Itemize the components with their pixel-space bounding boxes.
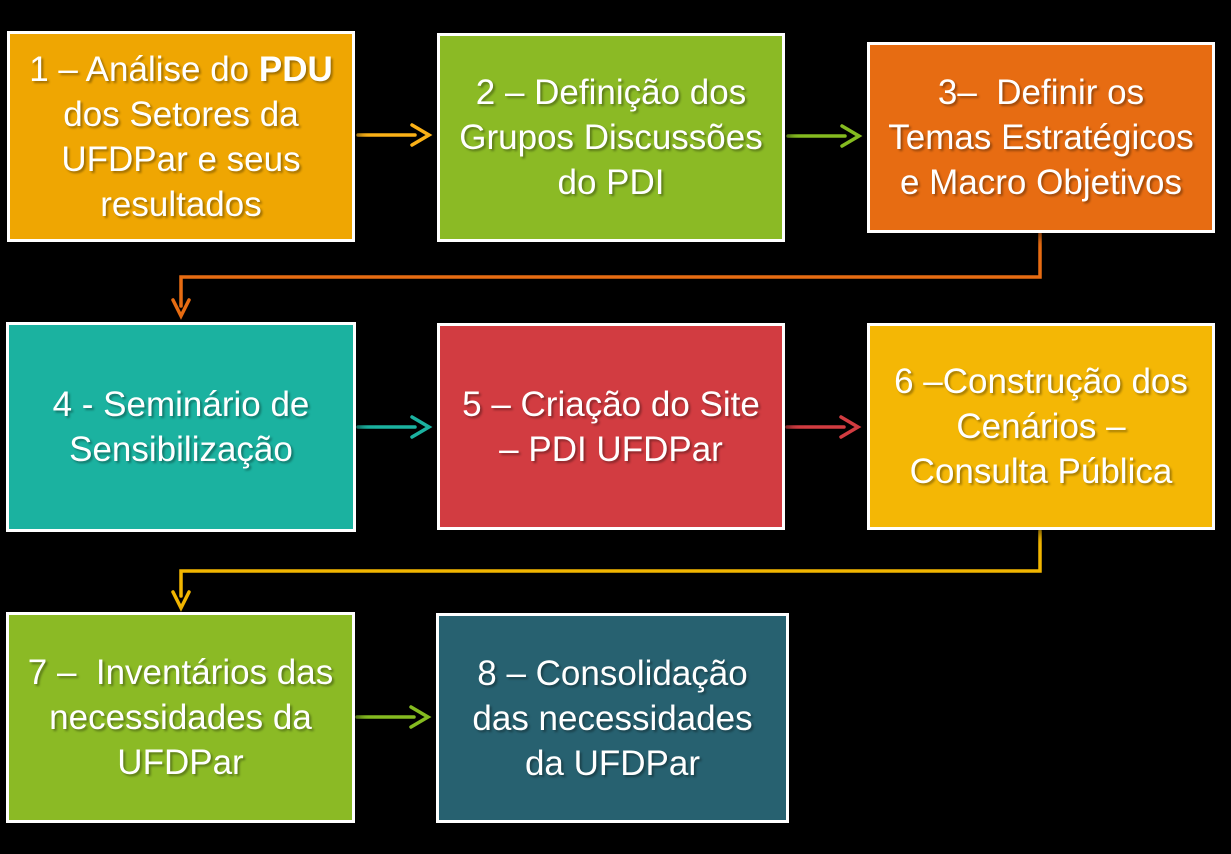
step-box-8-text-line: da UFDPar: [525, 741, 700, 786]
step-text: dos Setores da: [63, 94, 299, 134]
step-box-2-text-line: do PDI: [558, 160, 665, 205]
step-text: resultados: [100, 184, 262, 224]
step-text: – PDI UFDPar: [499, 429, 723, 469]
step-text: 2 – Definição dos: [475, 73, 747, 112]
step-text: UFDPar: [117, 743, 244, 782]
step-box-7-text-line: UFDPar: [117, 740, 243, 785]
step-box-1-text-line: dos Setores da: [63, 92, 298, 137]
arrow-step7-to-step8: [355, 705, 432, 729]
step-text: 5 – Criação do Site: [462, 384, 760, 424]
arrow-step1-to-step2: [356, 123, 433, 147]
step-box-1-text-line: resultados: [100, 182, 261, 227]
step-text: Consulta Pública: [909, 452, 1173, 491]
step-text: do PDI: [557, 163, 665, 202]
step-box-8: 8 – Consolidação das necessidades da UFDPa…: [436, 613, 789, 823]
step-box-5: 5 – Criação do Site – PDI UFDPar: [437, 323, 785, 530]
step-text: 8 – Consolidação: [477, 653, 748, 693]
step-box-6-text-line: 6 –Construção dos: [894, 359, 1188, 404]
step-box-5-text-line: – PDI UFDPar: [499, 427, 723, 472]
step-text: 3– Definir os: [937, 73, 1145, 112]
step-box-8-text-line: das necessidades: [472, 696, 752, 741]
step-box-4-text-line: 4 - Seminário de: [53, 382, 310, 427]
step-box-5-text-line: 5 – Criação do Site: [462, 382, 760, 427]
step-box-7: 7 – Inventários das necessidades da UFDPar: [6, 612, 355, 823]
step-box-3-text-line: e Macro Objetivos: [900, 160, 1182, 205]
step-text: 6 –Construção dos: [894, 362, 1188, 401]
step-text: das necessidades: [472, 698, 753, 738]
step-box-1-text-line: UFDPar e seus: [61, 137, 300, 182]
step-box-4: 4 - Seminário de Sensibilização: [6, 322, 356, 532]
arrow-step6-to-step7: [171, 529, 1042, 612]
step-box-2-text-line: 2 – Definição dos: [476, 70, 746, 115]
step-box-7-text-line: necessidades da: [49, 695, 312, 740]
step-box-1-text-line: 1 – Análise do PDU: [29, 47, 333, 92]
step-box-6-text-line: Cenários –: [956, 404, 1125, 449]
step-box-8-text-line: 8 – Consolidação: [477, 651, 747, 696]
step-box-2-text-line: Grupos Discussões: [459, 115, 762, 160]
step-text: 4 - Seminário de: [52, 385, 310, 424]
step-text: e Macro Objetivos: [899, 163, 1183, 202]
step-text: necessidades da: [49, 698, 312, 737]
step-text: UFDPar e seus: [61, 139, 301, 179]
step-box-7-text-line: 7 – Inventários das: [28, 650, 333, 695]
step-text: Temas Estratégicos: [888, 118, 1194, 157]
step-text: 7 – Inventários das: [27, 653, 334, 692]
arrow-step5-to-step6: [785, 415, 862, 439]
step-text: Grupos Discussões: [459, 118, 763, 157]
step-box-6-text-line: Consulta Pública: [910, 449, 1173, 494]
step-text-bold: PDU: [258, 49, 333, 89]
step-box-3: 3– Definir os Temas Estratégicos e Macro O…: [867, 42, 1215, 233]
arrow-step2-to-step3: [786, 124, 863, 148]
step-text: Cenários –: [956, 407, 1126, 446]
step-box-4-text-line: Sensibilização: [69, 427, 293, 472]
arrow-step3-to-step4: [171, 232, 1042, 320]
step-box-3-text-line: 3– Definir os: [938, 70, 1144, 115]
step-text: da UFDPar: [524, 743, 701, 783]
step-text: Sensibilização: [69, 430, 293, 469]
arrow-step4-to-step5: [356, 415, 433, 439]
step-text: 1 – Análise do: [29, 49, 259, 89]
step-box-3-text-line: Temas Estratégicos: [888, 115, 1193, 160]
